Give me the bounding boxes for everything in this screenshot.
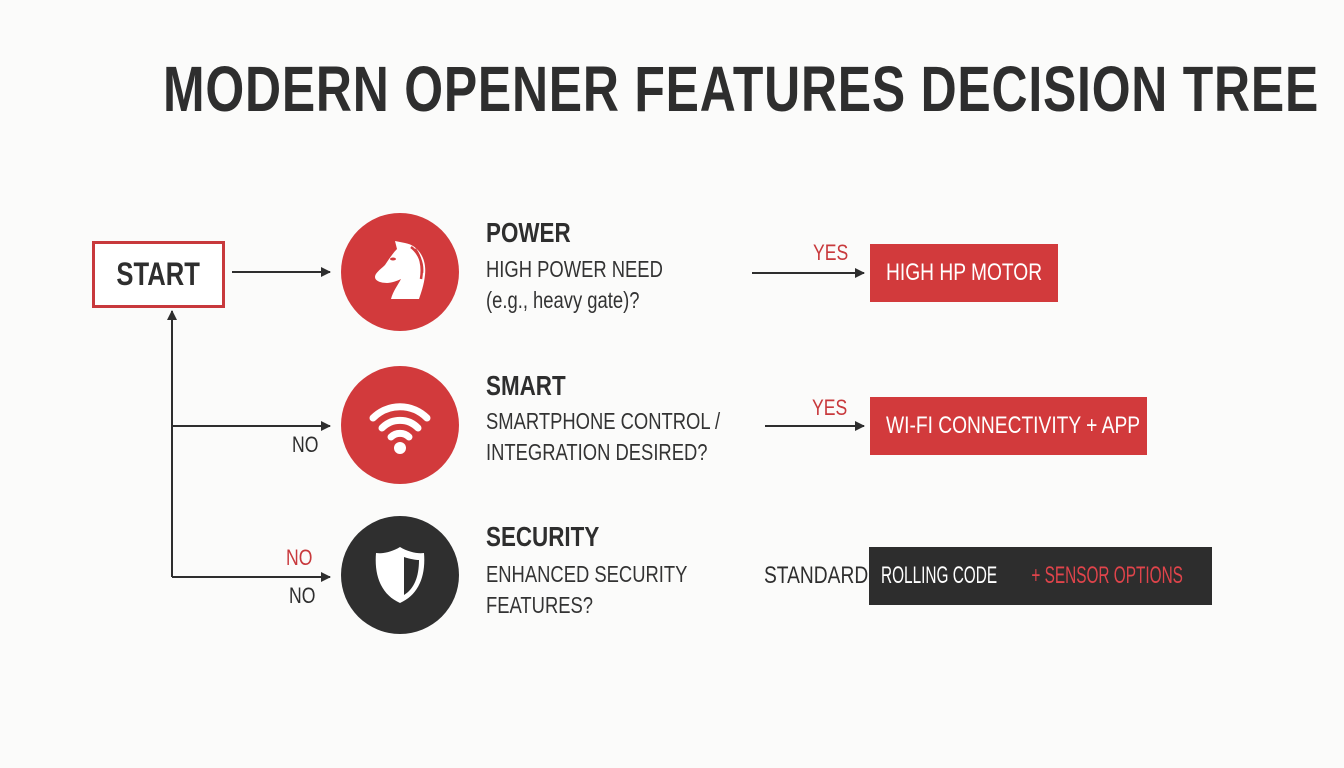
- power-outcome: HIGH HP MOTOR: [870, 244, 1058, 302]
- smart-question: SMARTPHONE CONTROL / INTEGRATION DESIRED…: [486, 408, 721, 465]
- wifi-icon: [369, 403, 431, 454]
- start-node: START: [92, 241, 225, 308]
- standard-label: STANDARD: [764, 562, 869, 589]
- security-no-label-top: NO: [286, 545, 313, 570]
- smart-node: [341, 366, 459, 484]
- page-title: MODERN OPENER FEATURES DECISION TREE: [163, 53, 1320, 125]
- smart-outcome: WI-FI CONNECTIVITY + APP: [870, 397, 1147, 455]
- power-question: HIGH POWER NEED (e.g., heavy gate)?: [486, 256, 663, 313]
- security-title: SECURITY: [486, 521, 600, 552]
- security-no-label-bottom: NO: [289, 583, 316, 608]
- power-node: [341, 213, 459, 331]
- start-label: START: [116, 256, 201, 292]
- security-node: [341, 516, 459, 634]
- smart-yes-label: YES: [812, 395, 848, 420]
- security-outcome-main: ROLLING CODE: [881, 562, 998, 589]
- security-question: ENHANCED SECURITY FEATURES?: [486, 561, 688, 618]
- smart-no-label: NO: [292, 432, 319, 457]
- power-title: POWER: [486, 217, 571, 248]
- security-outcome-accent: + SENSOR OPTIONS: [1031, 562, 1183, 589]
- power-yes-label: YES: [813, 240, 849, 265]
- smart-title: SMART: [486, 370, 566, 401]
- security-outcome: ROLLING CODE + SENSOR OPTIONS: [869, 547, 1212, 605]
- horse-head-icon: [375, 241, 426, 299]
- shield-icon: [375, 547, 425, 603]
